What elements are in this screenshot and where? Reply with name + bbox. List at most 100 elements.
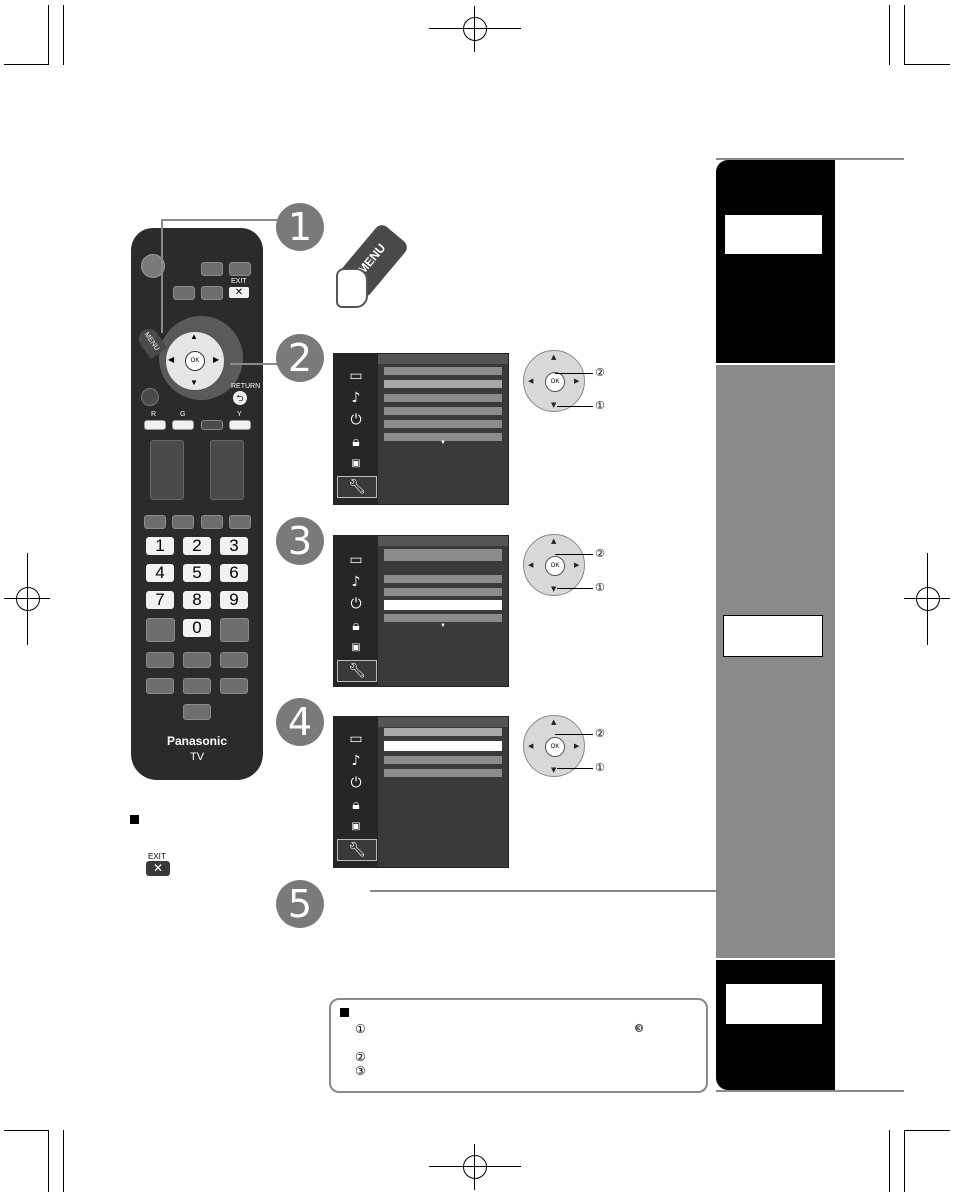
crop-mark — [4, 64, 48, 65]
remote-button[interactable] — [173, 286, 195, 300]
number-key-2[interactable]: 2 — [183, 537, 211, 555]
picture-icon[interactable]: ▭ — [349, 731, 363, 747]
menu-item[interactable] — [384, 380, 502, 388]
menu-item[interactable] — [384, 728, 502, 736]
return-button[interactable]: ⮌ — [233, 391, 247, 405]
up-arrow-icon: ▲ — [551, 718, 557, 726]
audio-icon[interactable]: ♪ — [351, 753, 361, 769]
timer-icon[interactable]: ⏻ — [350, 775, 362, 791]
remote-button[interactable] — [201, 262, 223, 276]
menu-item-highlighted[interactable] — [384, 600, 502, 610]
remote-button[interactable] — [220, 618, 249, 642]
lock-icon[interactable]: 🔒︎ — [352, 434, 360, 450]
picture-icon[interactable]: ▭ — [349, 552, 363, 568]
picture-icon[interactable]: ▭ — [349, 368, 363, 384]
right-arrow-icon[interactable]: ▶ — [213, 355, 220, 364]
remote-button[interactable] — [220, 652, 248, 668]
menu-item[interactable] — [384, 433, 502, 441]
step-number-4: 4 — [276, 698, 324, 746]
ok-button[interactable]: OK — [545, 737, 565, 757]
remote-button[interactable] — [183, 678, 211, 694]
number-key-5[interactable]: 5 — [183, 564, 211, 582]
remote-button[interactable] — [229, 515, 251, 529]
menu-item[interactable] — [384, 575, 502, 583]
menu-item[interactable] — [384, 588, 502, 596]
remote-button[interactable] — [201, 286, 223, 300]
ok-button[interactable]: OK — [545, 556, 565, 576]
setup-icon[interactable]: 🔧︎ — [337, 476, 377, 498]
number-key-3[interactable]: 3 — [220, 537, 248, 555]
left-arrow-icon[interactable]: ◀ — [168, 355, 175, 364]
cc-icon[interactable]: ▣ — [351, 458, 361, 469]
lock-icon[interactable]: 🔒︎ — [352, 797, 360, 813]
crop-mark — [4, 1130, 48, 1131]
note-bullet-icon — [130, 815, 139, 824]
menu-item[interactable] — [384, 549, 502, 561]
setup-icon[interactable]: 🔧︎ — [337, 660, 377, 682]
ok-button[interactable]: OK — [185, 351, 205, 371]
callout-line — [555, 734, 593, 735]
ok-button[interactable]: OK — [545, 372, 565, 392]
menu-item[interactable] — [384, 394, 502, 402]
step-number-1: 1 — [276, 203, 324, 251]
remote-button[interactable] — [144, 515, 166, 529]
cc-icon[interactable]: ▣ — [351, 821, 361, 832]
menu-item[interactable] — [384, 367, 502, 375]
exit-button[interactable]: ✕ — [229, 287, 249, 298]
timer-icon[interactable]: ⏻ — [350, 412, 362, 428]
remote-button[interactable] — [201, 515, 223, 529]
channel-rocker[interactable] — [210, 440, 244, 500]
remote-control: EXIT ✕ OK ▲ ▼ ◀ ▶ MENU RETURN ⮌ R G Y 1 … — [131, 228, 263, 780]
audio-icon[interactable]: ♪ — [351, 390, 361, 406]
audio-icon[interactable]: ♪ — [351, 574, 361, 590]
red-key[interactable] — [144, 420, 166, 430]
registration-mark — [463, 17, 487, 41]
crop-mark — [889, 1130, 890, 1192]
pointing-hand-icon — [336, 268, 368, 308]
menu-item[interactable] — [384, 420, 502, 428]
registration-mark — [16, 587, 40, 611]
remote-button[interactable] — [183, 704, 211, 720]
number-key-6[interactable]: 6 — [220, 564, 248, 582]
color-key-label-r: R — [151, 411, 157, 418]
callout-down: ① — [595, 761, 605, 774]
crop-mark — [905, 1130, 950, 1131]
number-key-9[interactable]: 9 — [220, 591, 248, 609]
scroll-down-icon: ▼ — [440, 623, 446, 629]
sap-button[interactable] — [141, 388, 159, 406]
number-key-8[interactable]: 8 — [183, 591, 211, 609]
menu-item-highlighted[interactable] — [384, 741, 502, 751]
number-key-1[interactable]: 1 — [146, 537, 174, 555]
remote-button[interactable] — [146, 652, 174, 668]
down-arrow-icon: ▼ — [551, 585, 557, 593]
menu-item[interactable] — [384, 407, 502, 415]
number-key-0[interactable]: 0 — [183, 619, 211, 637]
cc-icon[interactable]: ▣ — [351, 642, 361, 653]
note-line-2: ② — [355, 1050, 366, 1064]
bottom-rule — [716, 1090, 904, 1092]
lock-icon[interactable]: 🔒︎ — [352, 618, 360, 634]
timer-icon[interactable]: ⏻ — [350, 596, 362, 612]
blue-key[interactable] — [201, 420, 223, 430]
remote-button[interactable] — [220, 678, 248, 694]
menu-item[interactable] — [384, 769, 502, 777]
leader-line — [161, 219, 279, 221]
up-arrow-icon[interactable]: ▲ — [190, 332, 198, 341]
remote-button[interactable] — [146, 618, 175, 642]
remote-button[interactable] — [146, 678, 174, 694]
green-key[interactable] — [172, 420, 194, 430]
step-number-2: 2 — [276, 334, 324, 382]
setup-icon[interactable]: 🔧︎ — [337, 839, 377, 861]
right-arrow-icon: ▶ — [574, 742, 580, 750]
yellow-key[interactable] — [229, 420, 251, 430]
menu-item[interactable] — [384, 614, 502, 622]
number-key-7[interactable]: 7 — [146, 591, 174, 609]
down-arrow-icon[interactable]: ▼ — [190, 378, 198, 387]
volume-rocker[interactable] — [150, 440, 184, 500]
remote-button[interactable] — [172, 515, 194, 529]
remote-button[interactable] — [229, 262, 251, 276]
menu-item[interactable] — [384, 756, 502, 764]
up-arrow-icon: ▲ — [551, 353, 557, 361]
number-key-4[interactable]: 4 — [146, 564, 174, 582]
remote-button[interactable] — [183, 652, 211, 668]
